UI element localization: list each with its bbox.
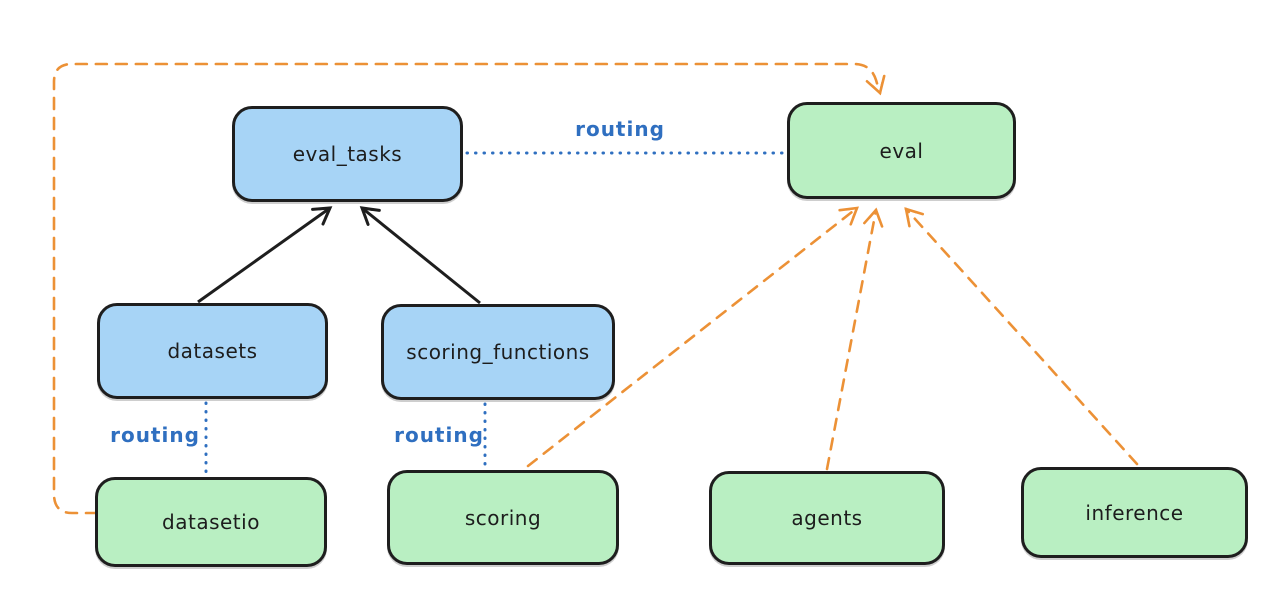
edge-agents-to-eval [825, 207, 884, 471]
edge-label-routing-eval-tasks-eval: routing [575, 117, 665, 141]
node-datasetio-label: datasetio [162, 510, 260, 534]
node-datasets-label: datasets [167, 339, 258, 363]
node-scoring-functions: scoring_functions [381, 304, 615, 400]
edge-datasets-to-eval-tasks [197, 206, 333, 304]
node-eval-label: eval [879, 138, 924, 163]
edge-label-routing-datasets-datasetio: routing [110, 423, 200, 447]
node-datasets: datasets [97, 303, 328, 399]
node-agents: agents [709, 471, 945, 565]
node-eval: eval [787, 102, 1016, 199]
edge-scoring-functions-to-eval-tasks [359, 206, 481, 305]
node-scoring-functions-label: scoring_functions [406, 340, 590, 364]
node-inference-label: inference [1085, 500, 1184, 525]
node-agents-label: agents [791, 506, 863, 530]
node-eval-tasks: eval_tasks [232, 106, 463, 202]
node-datasetio: datasetio [95, 477, 327, 567]
node-eval-tasks-label: eval_tasks [292, 142, 403, 166]
edge-label-routing-scoring-functions-scoring: routing [394, 423, 484, 447]
node-scoring: scoring [387, 470, 619, 565]
node-inference: inference [1021, 467, 1248, 558]
edge-inference-to-eval [904, 207, 1139, 466]
node-scoring-label: scoring [464, 505, 542, 530]
